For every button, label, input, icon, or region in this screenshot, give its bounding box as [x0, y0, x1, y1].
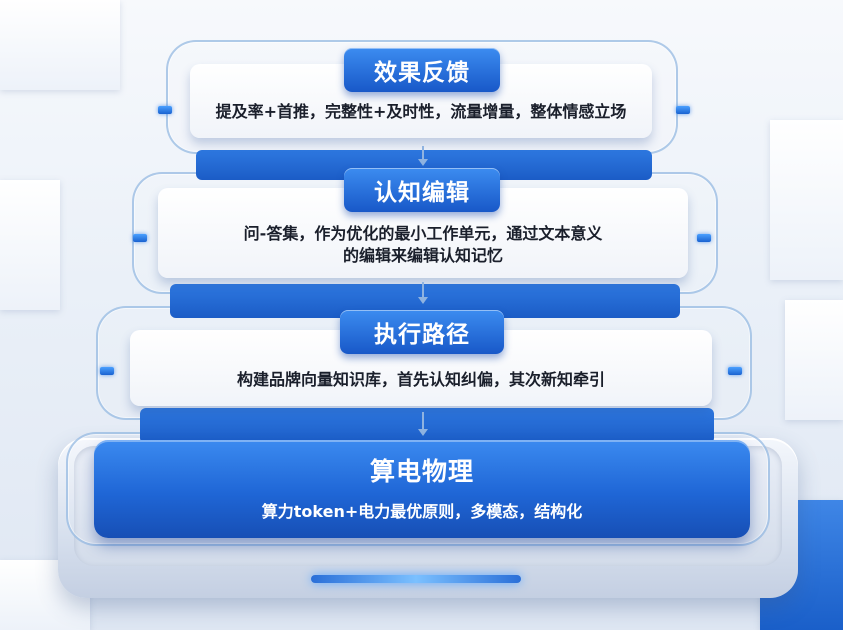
- connector-left-1: [158, 106, 172, 114]
- slab-top-3: [140, 408, 714, 444]
- layer-title: 算电物理: [369, 457, 474, 486]
- layer-card-execution-path: 构建品牌向量知识库，首先认知纠偏，其次新知牵引: [130, 330, 712, 406]
- base-glow-bar: [311, 575, 521, 583]
- connector-right-2: [697, 234, 711, 242]
- layer-description: 算力token+电力最优原则，多模态，结构化: [261, 502, 583, 521]
- flow-arrow-3: [418, 412, 428, 436]
- bg-tile: [785, 300, 843, 420]
- connector-right-1: [676, 106, 690, 114]
- bg-tile: [770, 120, 843, 280]
- layer-description-line1: 问-答集，作为优化的最小工作单元，通过文本意义: [243, 224, 603, 244]
- connector-left-2: [133, 234, 147, 242]
- layer-title: 认知编辑: [374, 180, 470, 206]
- connector-left-3: [100, 367, 114, 375]
- connector-right-3: [728, 367, 742, 375]
- layer-base-compute-power: [94, 440, 750, 538]
- layer-badge-cognitive-edit: 认知编辑: [344, 168, 500, 212]
- layer-title: 效果反馈: [374, 60, 470, 86]
- flow-arrow-1: [418, 146, 428, 166]
- layer-badge-execution-path: 执行路径: [340, 310, 504, 354]
- layer-badge-feedback: 效果反馈: [344, 48, 500, 92]
- layer-title: 执行路径: [374, 322, 470, 348]
- bg-tile: [0, 0, 120, 90]
- layer-description-line2: 的编辑来编辑认知记忆: [342, 246, 503, 265]
- flow-arrow-2: [418, 282, 428, 304]
- layer-description: 提及率+首推，完整性+及时性，流量增量，整体情感立场: [215, 102, 627, 122]
- bg-tile: [0, 180, 60, 310]
- layer-description: 构建品牌向量知识库，首先认知纠偏，其次新知牵引: [236, 370, 605, 390]
